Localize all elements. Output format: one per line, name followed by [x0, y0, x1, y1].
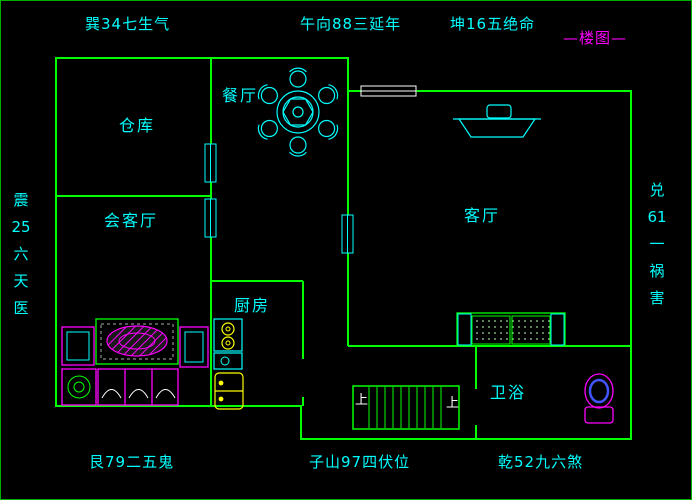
- right-char: 61: [647, 208, 667, 226]
- right-char: 兑: [649, 181, 665, 199]
- sink: [213, 352, 243, 370]
- window-living-left: [341, 214, 354, 254]
- three-seat-sofa: [97, 368, 179, 406]
- fengshui-label-right-vertical: 兑 61 一 祸 害: [643, 183, 671, 306]
- room-label-kitchen: 厨房: [234, 296, 271, 315]
- fengshui-label-bottom-right: 乾52九六煞: [498, 453, 584, 471]
- room-label-reception: 会客厅: [104, 211, 159, 230]
- tv-cabinet: [453, 104, 541, 138]
- left-char: 震: [13, 191, 29, 209]
- left-char: 六: [13, 245, 29, 263]
- fengshui-label-bottom-left: 艮79二五鬼: [89, 453, 175, 471]
- reception-furniture: [61, 318, 209, 406]
- sofa-armrest-right: [550, 313, 565, 346]
- windows: [204, 85, 417, 254]
- coffee-table: [95, 318, 179, 365]
- fengshui-label-top-left: 巽34七生气: [85, 15, 171, 33]
- right-char: 害: [649, 289, 665, 307]
- right-char: 一: [649, 235, 665, 253]
- toilet: [584, 373, 614, 424]
- room-label-living: 客厅: [464, 206, 501, 225]
- room-label-dining: 餐厅: [222, 86, 259, 105]
- right-char: 祸: [649, 262, 665, 280]
- left-char: 25: [11, 218, 31, 236]
- left-char: 医: [13, 299, 29, 317]
- fengshui-label-top-right: 坤16五绝命: [450, 15, 536, 33]
- kitchen-fixtures: [213, 318, 244, 410]
- window-storage: [204, 143, 217, 183]
- fengshui-label-left-vertical: 震 25 六 天 医: [7, 193, 35, 316]
- dining-table-set: [257, 67, 339, 157]
- living-room-sofa: [456, 312, 566, 347]
- dining-chairs: [257, 67, 339, 157]
- stairs-up-label-right: 上: [446, 396, 460, 411]
- outer-wall: [55, 57, 632, 440]
- kitchen-cabinet: [214, 372, 244, 410]
- window-reception: [204, 198, 217, 238]
- armchair-corner: [61, 368, 97, 406]
- dining-table: [276, 90, 320, 134]
- stairs: [352, 385, 460, 430]
- sofa-armrest-left: [457, 313, 472, 346]
- stair-treads: [368, 387, 442, 428]
- room-label-bath: 卫浴: [490, 383, 527, 402]
- tv: [457, 118, 537, 138]
- drawing-title: —楼图—: [563, 29, 628, 47]
- window-living-top: [360, 85, 417, 97]
- stairs-up-label-left: 上: [355, 393, 369, 408]
- armchair-left: [61, 326, 95, 366]
- left-char: 天: [13, 272, 29, 290]
- armchair-right: [179, 326, 209, 368]
- room-label-storage: 仓库: [119, 116, 156, 135]
- fengshui-label-bottom-center: 子山97四伏位: [309, 453, 411, 471]
- fengshui-label-top-center: 午向88三延年: [300, 15, 402, 33]
- stove: [213, 318, 243, 352]
